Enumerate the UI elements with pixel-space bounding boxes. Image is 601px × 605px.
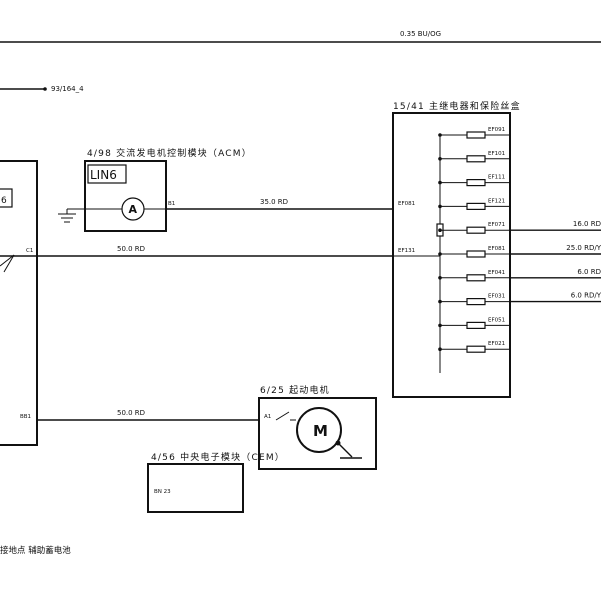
- fuse-symbol-6: [466, 274, 486, 282]
- fuse-junction-dot-7: [438, 299, 442, 304]
- cem-title: 4/56 中央电子模块（CEM）: [151, 451, 285, 463]
- relay-pin-ef081-in: EF081: [398, 201, 415, 207]
- relay-box-title: 15/41 主继电器和保险丝盒: [393, 100, 521, 112]
- fuse-symbol-9: [466, 345, 486, 353]
- left-module-tag-label: 6: [1, 196, 7, 206]
- fuse-symbol-8: [466, 321, 486, 329]
- starter-title: 6/25 起动电机: [260, 384, 330, 396]
- fuse-junction-dot-9: [438, 347, 442, 352]
- fuse-rows: EF091EF101EF111EF121EF071EF081EF041EF031…: [438, 127, 510, 353]
- fuse-junction-dot-5: [438, 252, 442, 256]
- output-wire-label-1: 25.0 RD/Y: [566, 244, 601, 252]
- fuse-label-5: EF081: [488, 246, 505, 252]
- left-module-internal-line-2: [3, 254, 15, 273]
- acm-box: [84, 160, 167, 232]
- motor-ground-wire: [337, 442, 353, 458]
- fuse-label-7: EF031: [488, 294, 505, 300]
- relay-pin-ef131-in: EF131: [398, 248, 415, 254]
- fuse-label-0: EF091: [488, 127, 505, 133]
- fuse-label-4: EF071: [488, 222, 505, 228]
- fuse-junction-dot-1: [438, 157, 442, 161]
- output-wire-label-3: 6.0 RD/Y: [571, 292, 601, 300]
- output-wire-label-0: 16.0 RD: [573, 220, 601, 228]
- cem-box: [147, 463, 244, 513]
- fuse-symbol-7: [466, 298, 486, 306]
- fuse-junction-dot-2: [438, 180, 442, 185]
- fuse-label-8: EF051: [488, 317, 505, 323]
- left-module-pin-c1: C1: [26, 248, 33, 254]
- ref-link-label: 93/164_4: [51, 85, 84, 93]
- fuse-symbol-0: [466, 131, 486, 139]
- fuse-symbol-4: [466, 226, 486, 234]
- left-module-pin-bb1: BB1: [20, 414, 31, 420]
- fuse-label-6: EF041: [488, 270, 505, 276]
- fuse-junction-dot-8: [438, 323, 442, 328]
- footer-note: 接地点 辅助蓄电池: [0, 545, 71, 556]
- fuse-label-1: EF101: [488, 151, 505, 157]
- fuse-symbol-3: [466, 202, 486, 210]
- acm-relay-wire-label: 35.0 RD: [260, 198, 288, 206]
- acm-title: 4/98 交流发电机控制模块（ACM）: [87, 147, 252, 159]
- fuse-symbol-2: [466, 179, 486, 187]
- main-wire-label: 50.0 RD: [117, 245, 145, 253]
- fuse-junction-dot-6: [438, 276, 442, 280]
- left-module-tag: [0, 188, 13, 208]
- fuse-symbol-1: [466, 155, 486, 163]
- acm-lin-label: LIN6: [90, 168, 117, 182]
- output-wire-label-2: 6.0 RD: [577, 268, 601, 276]
- fuse-junction-dot-4: [438, 228, 442, 232]
- cem-pin-bn23: BN 23: [154, 489, 171, 495]
- motor-symbol-circle: [296, 407, 342, 453]
- output-wires: 16.0 RD 25.0 RD/Y 6.0 RD 6.0 RD/Y: [510, 220, 601, 303]
- top-wire-label: 0.35 BU/OG: [400, 30, 441, 38]
- motor-symbol-letter: M: [313, 422, 328, 440]
- fuse-label-9: EF021: [488, 341, 505, 347]
- left-module-internal-line: [0, 254, 15, 267]
- fuse-label-3: EF121: [488, 198, 505, 204]
- fuse-symbol-5: [466, 250, 486, 258]
- fuse-junction-dot-0: [438, 133, 442, 137]
- acm-pin-b1: B1: [168, 201, 175, 207]
- left-module-box: [0, 160, 38, 446]
- fuse-label-2: EF111: [488, 175, 505, 181]
- ref-link-dot: [43, 87, 47, 91]
- fuse-junction-dot-3: [438, 204, 442, 209]
- starter-switch-icon: [275, 411, 290, 421]
- starter-pin-a1: A1: [264, 414, 271, 420]
- acm-symbol-letter: A: [129, 203, 138, 216]
- starter-wire-label: 50.0 RD: [117, 409, 145, 417]
- acm-lin-tag: [87, 164, 127, 184]
